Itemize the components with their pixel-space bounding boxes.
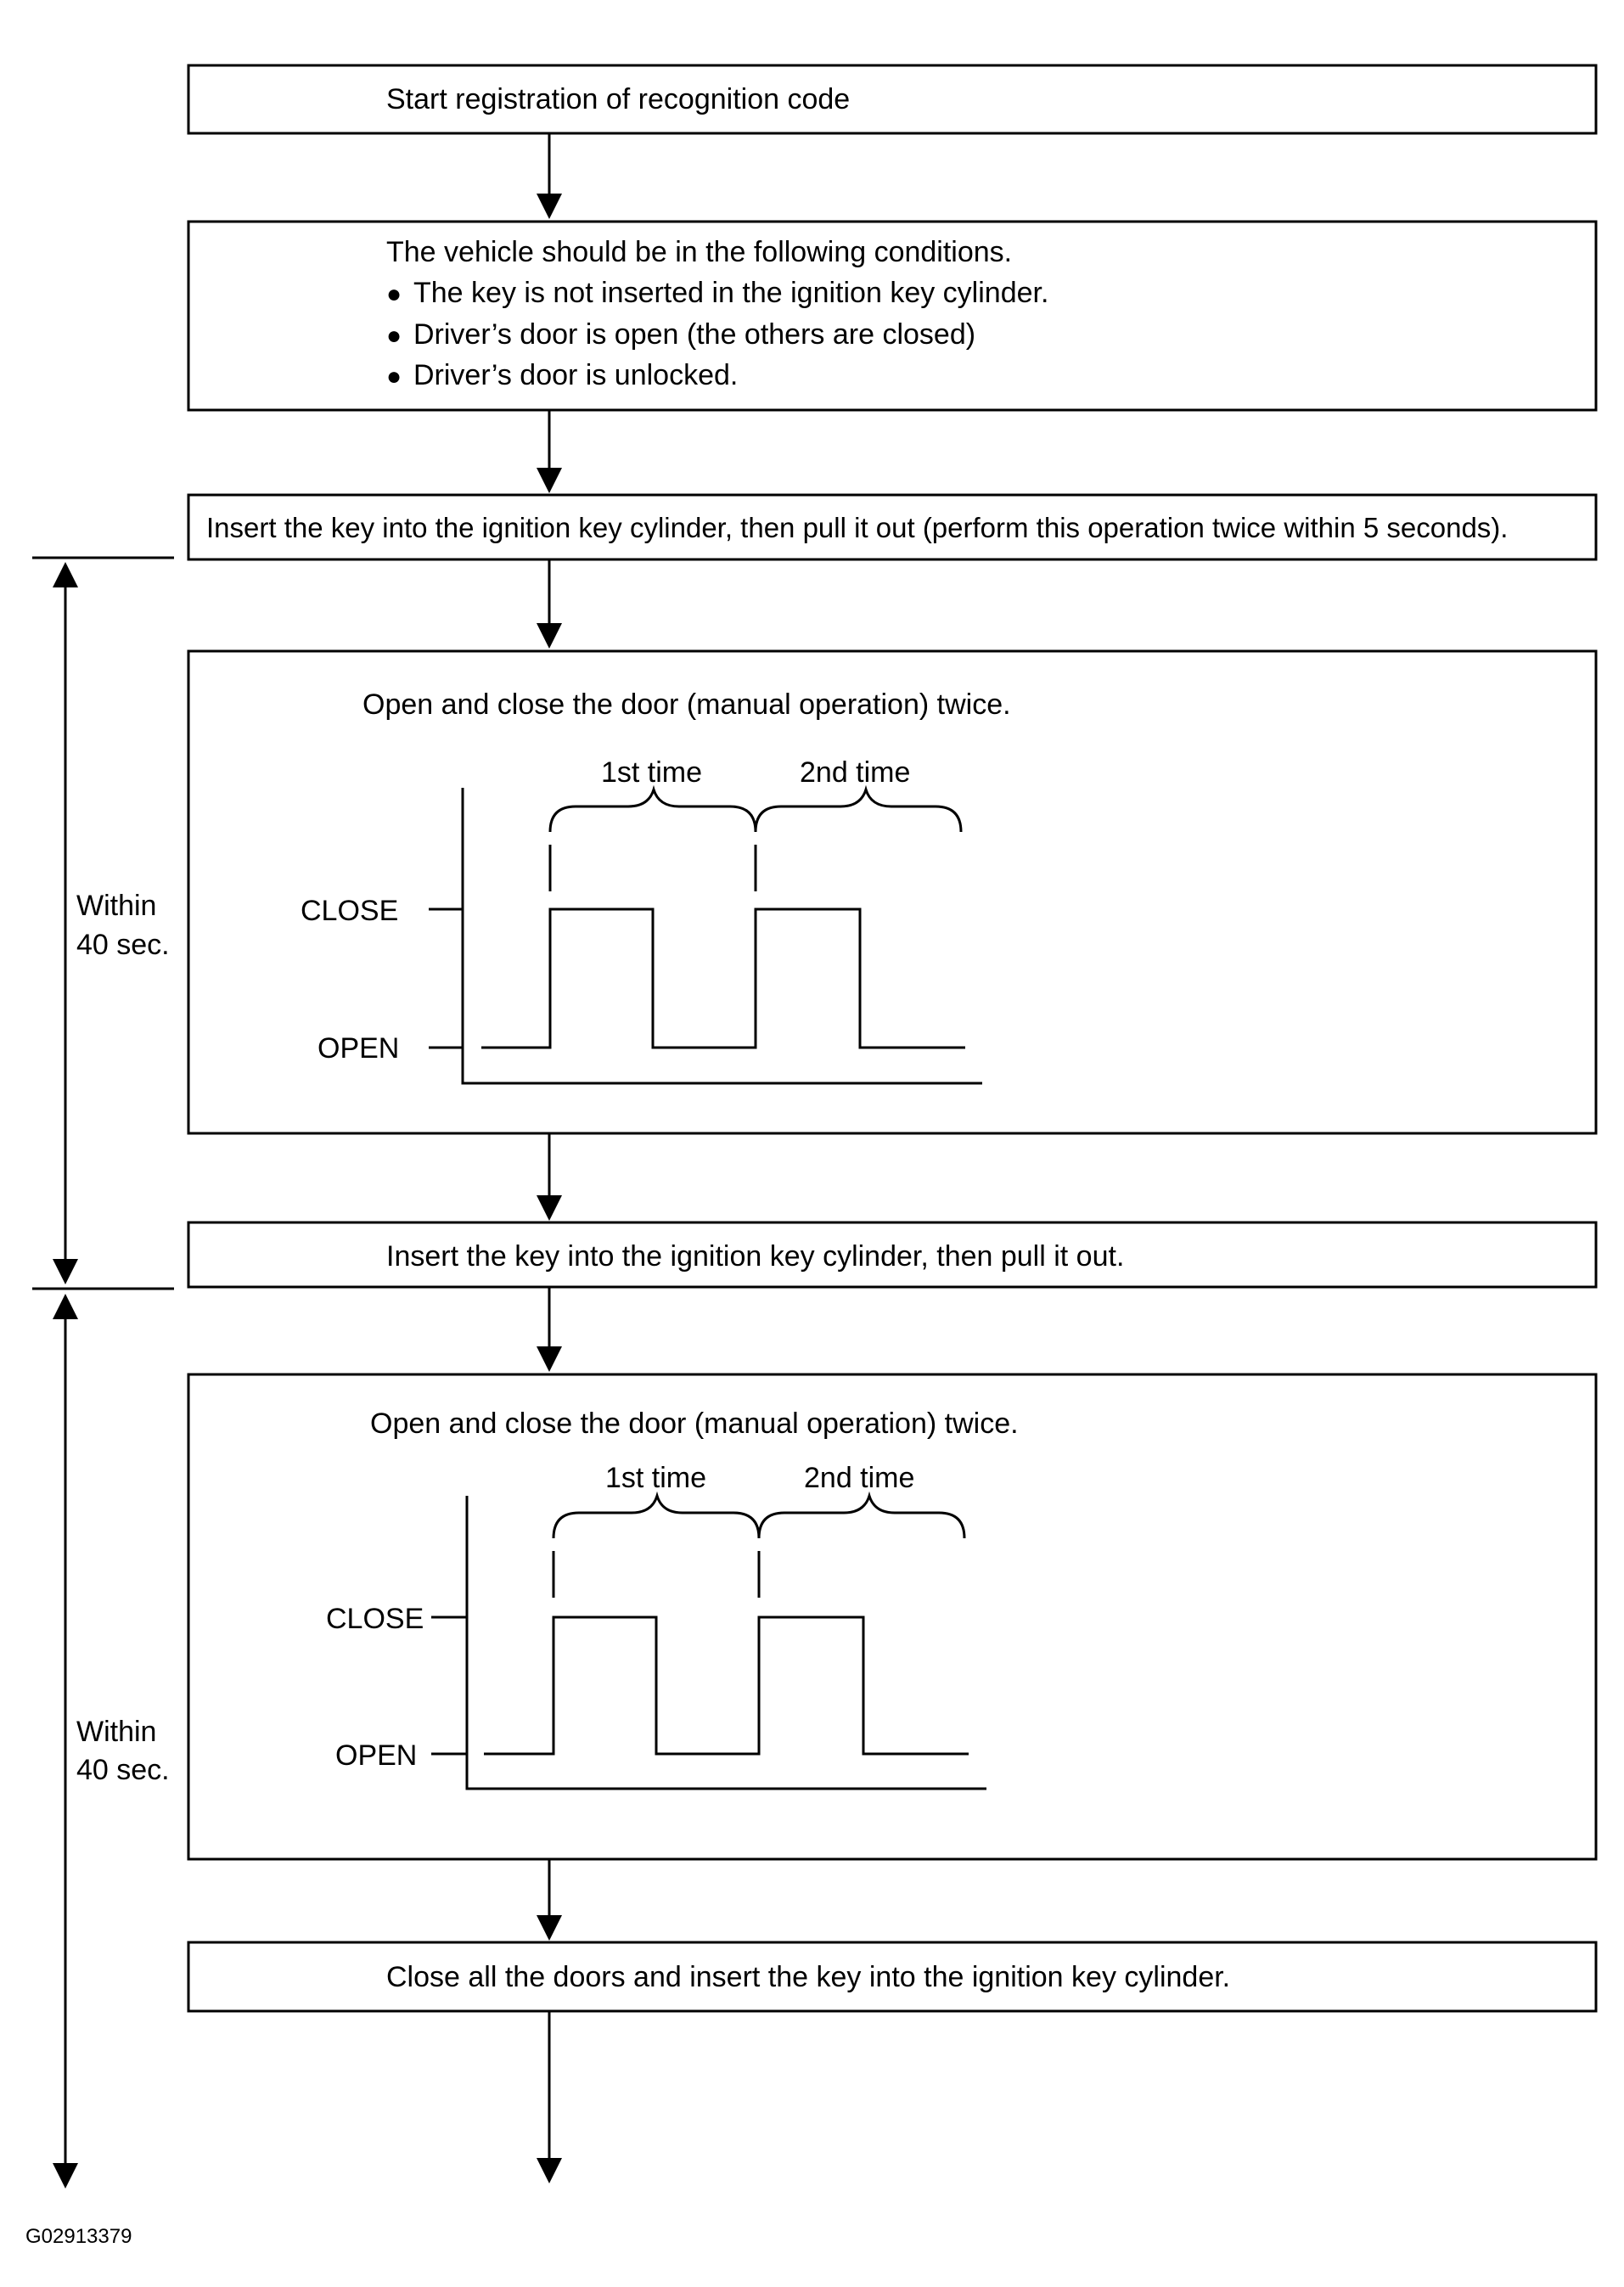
step-door-operation-2: Open and close the door (manual operatio… [187, 1373, 1598, 1861]
second-time-brace [757, 1491, 966, 1539]
door-op-1-title: Open and close the door (manual operatio… [362, 688, 1011, 721]
second-time-label: 2nd time [800, 756, 910, 789]
signal-axes [465, 1496, 986, 1790]
timing-label-line1: Within [76, 1716, 156, 1748]
step-insert-twice-text: Insert the key into the ignition key cyl… [206, 512, 1508, 543]
timing-label-line2: 40 sec. [76, 1754, 170, 1786]
timing-window-2: Within 40 sec. [32, 1287, 174, 2189]
first-time-brace [548, 784, 757, 833]
timing-label-line1: Within [76, 890, 156, 922]
first-time-label: 1st time [601, 756, 702, 789]
step-insert-once: Insert the key into the ignition key cyl… [187, 1221, 1598, 1289]
step-final: Close all the doors and insert the key i… [187, 1941, 1598, 2013]
second-time-brace [754, 784, 963, 833]
door-signal-waveform [484, 1616, 969, 1756]
timing-window-1: Within 40 sec. [32, 556, 174, 1284]
bullet-icon: ● [386, 322, 402, 350]
bullet-icon: ● [386, 280, 402, 308]
step-final-text: Close all the doors and insert the key i… [386, 1961, 1230, 1993]
figure-id: G02913379 [25, 2225, 132, 2248]
first-time-brace [552, 1491, 761, 1539]
step-insert-once-text: Insert the key into the ignition key cyl… [386, 1240, 1124, 1273]
bullet-icon: ● [386, 362, 402, 391]
condition-item: Driver’s door is open (the others are cl… [413, 318, 975, 351]
second-time-label: 2nd time [804, 1462, 914, 1494]
door-signal-waveform [481, 907, 965, 1049]
open-level-label: OPEN [317, 1032, 399, 1065]
step-conditions: The vehicle should be in the following c… [187, 220, 1598, 412]
condition-item: The key is not inserted in the ignition … [413, 277, 1048, 309]
close-level-label: CLOSE [301, 895, 398, 927]
condition-item: Driver’s door is unlocked. [413, 359, 738, 391]
close-level-label: CLOSE [326, 1603, 424, 1635]
step-insert-twice: Insert the key into the ignition key cyl… [187, 493, 1598, 561]
first-time-label: 1st time [605, 1462, 706, 1494]
step-start-text: Start registration of recognition code [386, 83, 850, 115]
step-start: Start registration of recognition code [187, 64, 1598, 135]
signal-axes [461, 788, 982, 1085]
open-level-label: OPEN [335, 1739, 417, 1772]
step-door-operation-1: Open and close the door (manual operatio… [187, 649, 1598, 1135]
door-op-2-title: Open and close the door (manual operatio… [370, 1408, 1019, 1440]
conditions-intro: The vehicle should be in the following c… [386, 236, 1012, 268]
timing-label-line2: 40 sec. [76, 929, 170, 961]
